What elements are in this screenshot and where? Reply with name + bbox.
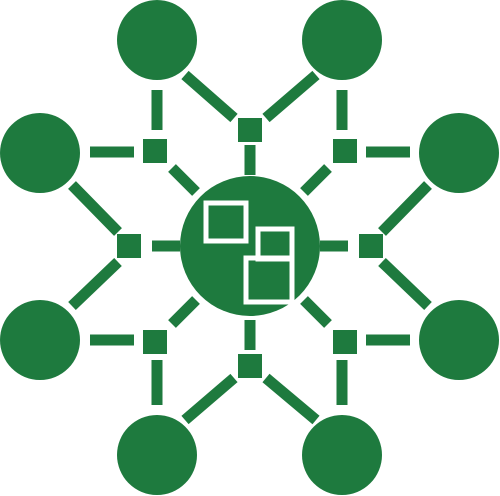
stacked-squares-icon: [203, 200, 295, 305]
link: [262, 70, 320, 123]
central-hub: [180, 176, 320, 316]
node-top-right: [302, 0, 382, 80]
link: [378, 258, 432, 310]
link: [181, 373, 238, 425]
node-left-lower: [0, 300, 80, 380]
link: [300, 164, 332, 196]
node-left-upper: [0, 113, 80, 193]
connector-bottom: [238, 354, 262, 378]
link: [378, 181, 432, 236]
connector-top: [238, 118, 262, 142]
link: [262, 373, 320, 425]
connector-left: [117, 234, 141, 258]
node-right-upper: [419, 113, 499, 193]
network-links: [68, 70, 432, 425]
connector-top-right: [333, 139, 357, 163]
link: [68, 181, 122, 236]
link: [300, 296, 332, 328]
node-right-lower: [419, 300, 499, 380]
link: [168, 164, 200, 196]
stock-id-watermark: 1539985985: [2, 398, 13, 468]
link: [181, 70, 238, 123]
node-bottom-right: [302, 415, 382, 495]
connector-squares: [117, 118, 383, 378]
hub-circle: [180, 176, 320, 316]
node-bottom-left: [117, 415, 197, 495]
connector-bottom-left: [143, 330, 167, 354]
node-top-left: [117, 0, 197, 80]
connector-right: [359, 234, 383, 258]
link: [168, 296, 200, 328]
connector-top-left: [143, 139, 167, 163]
connector-bottom-right: [333, 330, 357, 354]
link: [68, 258, 122, 310]
